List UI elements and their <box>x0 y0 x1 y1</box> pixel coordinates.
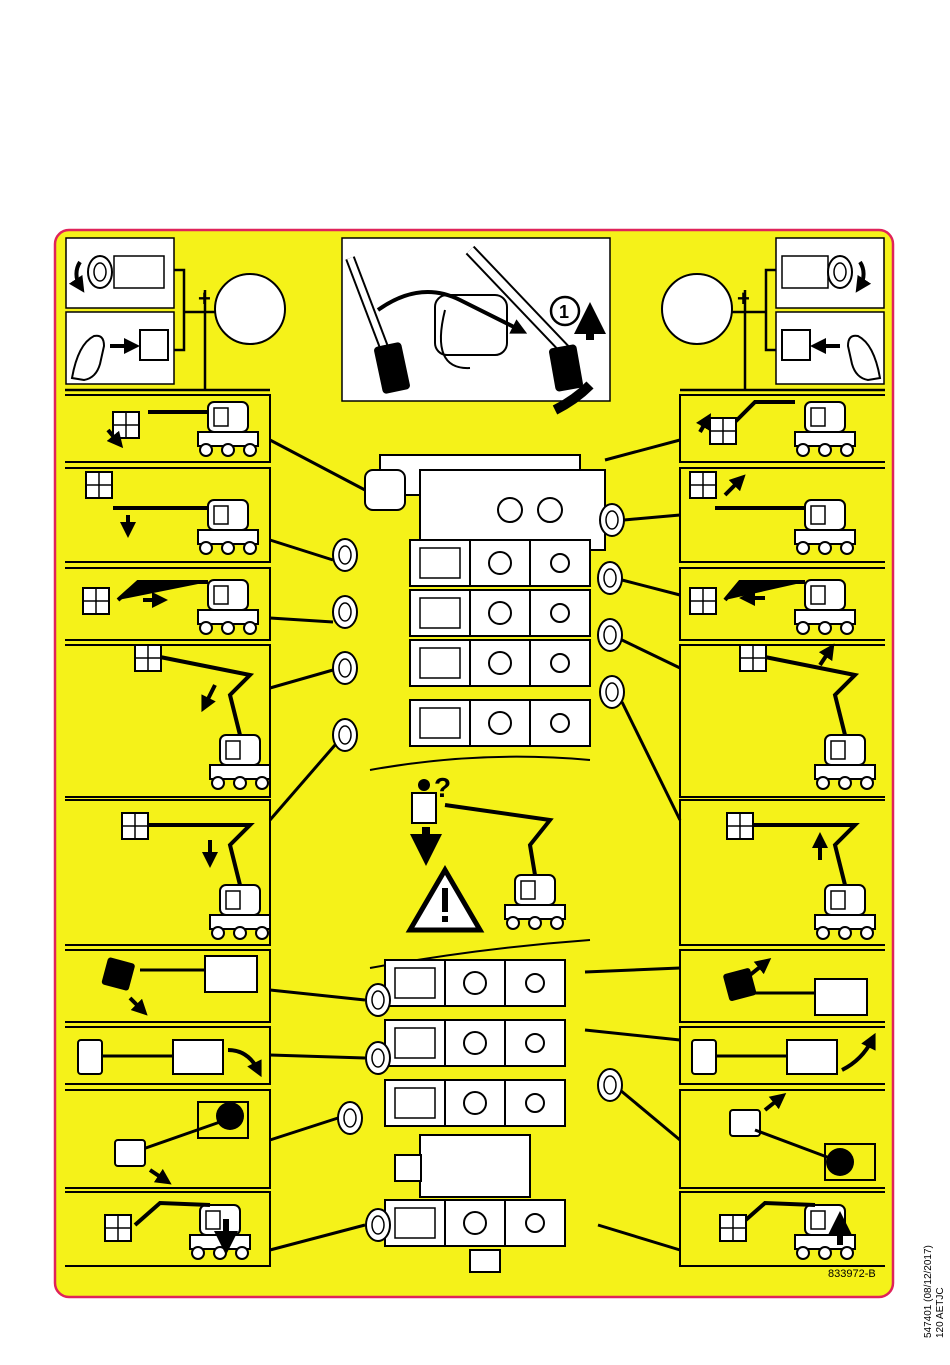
document-reference: 547401 (08/12/2017) 120 AETJC <box>923 1245 947 1338</box>
hand-pump-lever-icon: 1 <box>342 238 610 410</box>
document-reference-line2: 120 AETJC <box>935 1245 947 1338</box>
circle-marker <box>662 274 732 344</box>
plus-symbol: + <box>737 286 750 311</box>
part-number-label: 833972-B <box>828 1268 876 1280</box>
svg-text:1: 1 <box>559 302 569 322</box>
svg-text:?: ? <box>434 772 451 803</box>
circle-marker <box>215 274 285 344</box>
document-reference-line1: 547401 (08/12/2017) <box>923 1245 935 1338</box>
plus-symbol: + <box>198 286 211 311</box>
